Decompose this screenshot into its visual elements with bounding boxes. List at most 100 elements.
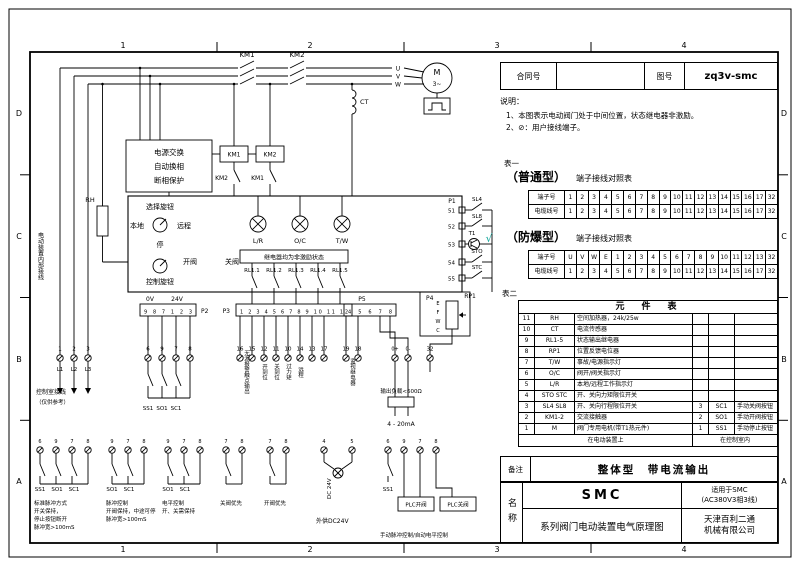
name-label: 名称 — [501, 483, 523, 542]
term-num: 15 — [249, 347, 256, 353]
cell: 开、关向力矩限位开关 — [574, 390, 693, 402]
cell — [734, 357, 778, 369]
cell: 13 — [705, 204, 719, 219]
cell: 1 — [564, 190, 577, 205]
cell: T/W — [534, 357, 575, 369]
cell — [708, 368, 735, 380]
vlabel: 过力矩 — [285, 363, 292, 382]
term-num: 9 — [402, 439, 405, 445]
remark-block: 备注 整体型 带电流输出 — [500, 456, 778, 482]
phase-u-label: U — [396, 66, 400, 73]
stop-label: 停 — [157, 240, 164, 249]
cell: 事故/电源指示灯 — [574, 357, 693, 369]
lamp-tw-label: T/W — [335, 237, 349, 245]
cell: 阀门专用电机(带T1热元件) — [574, 423, 693, 435]
km2-label: KM2 — [289, 51, 304, 59]
p5-pins: 4 5 6 7 8 — [348, 310, 392, 316]
cell: 32 — [765, 204, 778, 219]
zone-col: 4 — [681, 41, 686, 50]
cell: 2 — [623, 250, 636, 265]
sto-label: STO — [471, 249, 483, 255]
term-num: 8 — [188, 347, 192, 353]
cell: 17 — [753, 264, 767, 279]
cell: 12 — [694, 190, 707, 205]
phase-label: L3 — [85, 367, 92, 373]
cell: 1 — [611, 250, 625, 265]
cell: 15 — [729, 190, 743, 205]
pin51: 51 — [448, 209, 455, 215]
cell: L/R — [534, 379, 575, 391]
cell — [692, 346, 709, 358]
cell: 5 — [518, 379, 535, 391]
cell: U — [564, 250, 577, 265]
cell: 32 — [765, 250, 778, 265]
pin55: 55 — [448, 277, 455, 283]
t1-label: T1 — [468, 231, 476, 237]
cell: 3 — [587, 204, 601, 219]
cell — [708, 313, 735, 325]
rp-pin: C — [436, 328, 440, 334]
term-num: 9 — [160, 347, 164, 353]
term-num: 0+ — [391, 347, 398, 353]
vlabel: 无源报警触点输出 — [243, 350, 250, 396]
v0-label: 0V — [146, 296, 155, 303]
drawing-no-label: 图号 — [645, 63, 685, 89]
cell: 6 — [623, 190, 636, 205]
btn-label: SC1 — [180, 487, 191, 493]
cell: 位置反馈电位器 — [574, 346, 693, 358]
btn-label: SS1 — [143, 406, 153, 412]
cell — [708, 357, 735, 369]
load-note: 输出负载<600Ω — [380, 387, 421, 395]
btn-label: SS1 — [35, 487, 45, 493]
cell: 8 — [646, 264, 660, 279]
zone-row: B — [16, 355, 22, 364]
term-num: 19 — [343, 347, 350, 353]
term-num: 8 — [198, 439, 201, 445]
cell: 32 — [765, 190, 778, 205]
remark-label: 备注 — [501, 457, 531, 481]
check-icon: √ — [485, 232, 493, 245]
cell: 1 — [564, 264, 577, 279]
caption: 脉冲宽>100mS — [34, 523, 75, 531]
term-num: 7 — [418, 439, 421, 445]
cell: 8 — [646, 204, 660, 219]
btn-label: SC1 — [171, 406, 182, 412]
header-block: 合同号 图号 zq3v-smc — [500, 62, 778, 90]
zone-row: A — [16, 477, 22, 486]
term-num: 1 — [58, 347, 62, 353]
cell: 空间加热器，24k/25w — [574, 313, 693, 325]
p2-label: P2 — [201, 308, 209, 315]
term-num: 9 — [166, 439, 169, 445]
btn-label: SO1 — [162, 487, 173, 493]
vlabel: 关到位 — [273, 363, 280, 381]
cell: 15 — [729, 264, 743, 279]
cell: 16 — [741, 190, 755, 205]
cell: RL1-5 — [534, 335, 575, 347]
zone-row: D — [781, 109, 787, 118]
cell: 手动停止按钮 — [734, 423, 778, 435]
cell: 7 — [634, 204, 648, 219]
cell: 6 — [670, 250, 684, 265]
term-num: 8 — [86, 439, 89, 445]
cell: 2 — [692, 412, 709, 424]
cell: 9 — [658, 190, 672, 205]
close-valve-label: 关阀 — [225, 257, 239, 266]
cell: 7 — [634, 264, 648, 279]
pwr-line3: 断相保护 — [154, 175, 184, 185]
cell: 10 — [670, 190, 684, 205]
cell: 11 — [518, 313, 535, 325]
caption: 标准脉冲方式 — [34, 499, 68, 507]
junctions — [57, 66, 463, 394]
cell: RP1 — [534, 346, 575, 358]
term-num: 8 — [240, 439, 243, 445]
caption: 脉冲控制 — [106, 499, 129, 507]
cell — [692, 313, 709, 325]
term-num: 7 — [182, 439, 185, 445]
phase-v-label: V — [396, 74, 401, 81]
term-num: 9 — [54, 439, 57, 445]
